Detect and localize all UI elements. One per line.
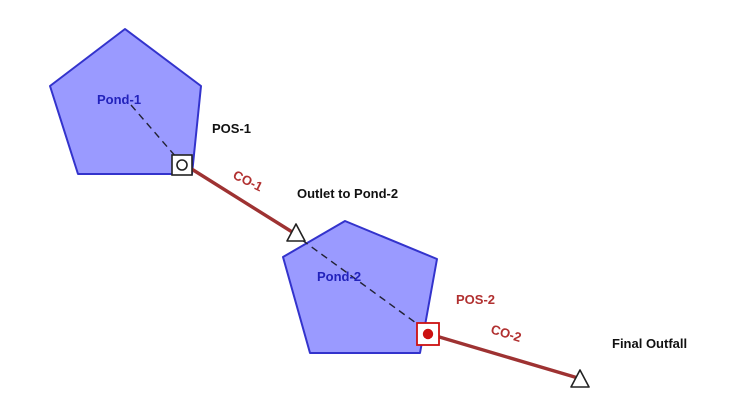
pos-2-dot-icon <box>422 328 434 340</box>
final-outfall-triangle-icon <box>570 369 590 388</box>
pond-label-pond-2: Pond-2 <box>317 269 361 284</box>
pond-label-pond-1: Pond-1 <box>97 92 141 107</box>
node-label-pos-1: POS-1 <box>212 121 251 136</box>
outlet-to-pond-2-triangle-icon <box>286 223 306 242</box>
node-outlet-to-pond-2[interactable] <box>286 223 306 242</box>
pos-1-circle-icon <box>176 159 188 171</box>
node-pos-2[interactable] <box>416 322 440 346</box>
node-pos-1[interactable] <box>171 154 193 176</box>
pos-1-square-icon <box>171 154 193 176</box>
node-final-outfall[interactable] <box>570 369 590 388</box>
conduit-line-co-2[interactable] <box>434 334 580 380</box>
pond-shape-pond-1[interactable] <box>49 28 202 175</box>
node-label-outlet-to-pond-2: Outlet to Pond-2 <box>297 186 398 201</box>
connector-pond2-to-pos2 <box>301 239 428 332</box>
node-label-final-outfall: Final Outfall <box>612 336 687 351</box>
conduit-line-co-1[interactable] <box>188 166 299 237</box>
node-label-pos-2: POS-2 <box>456 292 495 307</box>
